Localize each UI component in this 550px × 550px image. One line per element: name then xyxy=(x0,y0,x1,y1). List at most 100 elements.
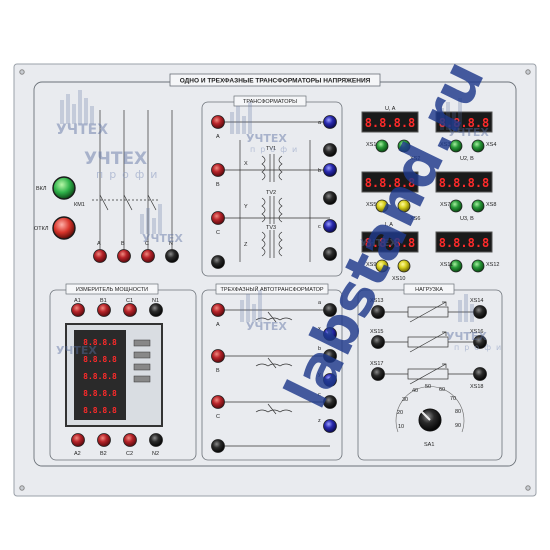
tr-label-sec-b: b xyxy=(318,168,321,174)
jack-xs3[interactable] xyxy=(449,139,463,153)
pm-button[interactable] xyxy=(133,351,151,359)
jack-a-out[interactable] xyxy=(93,249,107,263)
pm-jack-b1[interactable] xyxy=(97,303,111,317)
at-jack-n[interactable] xyxy=(211,439,225,453)
tr-label-b: B xyxy=(216,182,220,188)
jack-xs1[interactable] xyxy=(375,139,389,153)
phase-label-a: A xyxy=(97,241,101,247)
jack-xs7[interactable] xyxy=(449,199,463,213)
jack-xs2[interactable] xyxy=(397,139,411,153)
mount-screw xyxy=(525,485,531,491)
tr-jack-a2[interactable] xyxy=(323,115,337,129)
meter-display xyxy=(361,231,419,253)
load-title-plate xyxy=(403,283,455,295)
jack-b-out[interactable] xyxy=(117,249,131,263)
dial-tick: 50 xyxy=(425,384,431,390)
tr-jack-z[interactable] xyxy=(323,247,337,261)
jack-xs10[interactable] xyxy=(397,259,411,273)
meter-readout: 8.8.8.8 xyxy=(365,236,416,250)
tr-jack-y[interactable] xyxy=(323,191,337,205)
tr-jack-a[interactable] xyxy=(211,115,225,129)
off-button[interactable] xyxy=(52,216,76,240)
pm-readout: 8.8.8.8 xyxy=(83,372,117,381)
at-jack-a[interactable] xyxy=(211,303,225,317)
jack-c-out[interactable] xyxy=(141,249,155,263)
tr-label-sec-c: c xyxy=(318,224,321,230)
power-meter-title: ИЗМЕРИТЕЛЬ МОЩНОСТИ xyxy=(76,287,148,293)
at-jack-b2[interactable] xyxy=(323,349,337,363)
jack-xs15[interactable] xyxy=(371,335,385,349)
pm-jack-n2[interactable] xyxy=(149,433,163,447)
pm-jack-c1[interactable] xyxy=(123,303,137,317)
pm-label-b1: B1 xyxy=(100,298,107,304)
tr-jack-x[interactable] xyxy=(323,143,337,157)
load-wiring xyxy=(378,301,480,385)
jack-xs12[interactable] xyxy=(471,259,485,273)
pm-button[interactable] xyxy=(133,375,151,383)
meter-u2: 8.8.8.8 xyxy=(435,111,493,133)
pm-jack-a1[interactable] xyxy=(71,303,85,317)
at-jack-x[interactable] xyxy=(323,327,337,341)
pm-jack-b2[interactable] xyxy=(97,433,111,447)
jack-xs11[interactable] xyxy=(449,259,463,273)
label-xs8: XS8 xyxy=(486,202,496,208)
knob-label: SA1 xyxy=(424,442,434,448)
watermark-brand: УЧТЕХ xyxy=(246,132,287,145)
meter-i: 8.8.8.8 xyxy=(435,171,493,193)
at-jack-a2[interactable] xyxy=(323,303,337,317)
at-jack-y[interactable] xyxy=(323,373,337,387)
transformer-primary-jacks xyxy=(211,115,225,269)
tr-jack-n[interactable] xyxy=(211,255,225,269)
meter-name-u2: U2, B xyxy=(460,156,474,162)
label-xs18: XS18 xyxy=(470,384,483,390)
jack-xs16[interactable] xyxy=(473,335,487,349)
on-button[interactable] xyxy=(52,176,76,200)
label-xs10: XS10 xyxy=(392,276,405,282)
jack-xs13[interactable] xyxy=(371,305,385,319)
watermark-brand: УЧТЕХ xyxy=(56,122,108,138)
pm-button[interactable] xyxy=(133,363,151,371)
pm-jack-n1[interactable] xyxy=(149,303,163,317)
tr-label-y: Y xyxy=(244,204,248,210)
watermark-sub: профи xyxy=(454,343,506,352)
jack-xs18[interactable] xyxy=(473,367,487,381)
dial-tick: 40 xyxy=(412,388,418,394)
jack-xs9[interactable] xyxy=(375,259,389,273)
at-jack-z[interactable] xyxy=(323,419,337,433)
tr-jack-b2[interactable] xyxy=(323,163,337,177)
tr-jack-c[interactable] xyxy=(211,211,225,225)
tr-label-sec-a: a xyxy=(318,120,322,126)
tr-jack-b[interactable] xyxy=(211,163,225,177)
pm-label-n1: N1 xyxy=(152,298,159,304)
jack-xs5[interactable] xyxy=(375,199,389,213)
pm-buttons xyxy=(133,339,151,383)
knob-pointer xyxy=(419,409,431,421)
label-xs2: XS2 xyxy=(410,156,420,162)
at-jack-b[interactable] xyxy=(211,349,225,363)
pm-jack-a2[interactable] xyxy=(71,433,85,447)
label-xs9: XS9 xyxy=(366,262,376,268)
label-xs15: XS15 xyxy=(370,329,383,335)
jack-xs6[interactable] xyxy=(397,199,411,213)
at-label-rc: c xyxy=(318,392,321,398)
power-block xyxy=(92,110,173,255)
jack-xs4[interactable] xyxy=(471,139,485,153)
phase-label-n: N xyxy=(169,241,173,247)
pm-jack-c2[interactable] xyxy=(123,433,137,447)
jack-xs8[interactable] xyxy=(471,199,485,213)
jack-xs17[interactable] xyxy=(371,367,385,381)
at-jack-c2[interactable] xyxy=(323,395,337,409)
tr-jack-c2[interactable] xyxy=(323,219,337,233)
watermark-skyline xyxy=(60,90,474,322)
contactor-label: КМ1 xyxy=(74,202,85,208)
label-xs5: XS5 xyxy=(366,202,376,208)
panel-title: ОДНО И ТРЕХФАЗНЫЕ ТРАНСФОРМАТОРЫ НАПРЯЖЕ… xyxy=(180,78,371,85)
mount-screw xyxy=(19,485,25,491)
pm-readout: 8.8.8.8 xyxy=(83,338,117,347)
pm-button[interactable] xyxy=(133,339,151,347)
at-label-rx: x xyxy=(318,326,321,332)
at-jack-c[interactable] xyxy=(211,395,225,409)
dial-tick: 30 xyxy=(402,397,408,403)
jack-xs14[interactable] xyxy=(473,305,487,319)
jack-n-out[interactable] xyxy=(165,249,179,263)
